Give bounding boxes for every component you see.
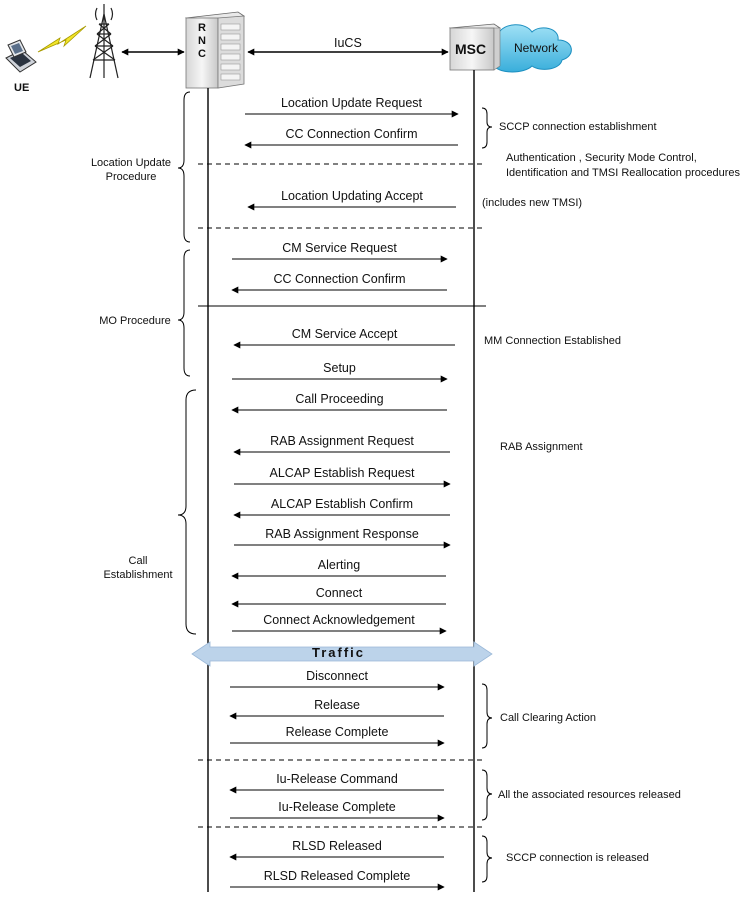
traffic-label: Traffic — [312, 645, 366, 660]
message-label-16: Disconnect — [306, 669, 368, 683]
message-label-2: CC Connection Confirm — [285, 127, 418, 141]
message-label-18: Release Complete — [285, 725, 389, 739]
rnc-label: R N C — [198, 22, 206, 60]
message-label-20: Iu-Release Complete — [278, 800, 396, 814]
msc-label: MSC — [455, 41, 487, 57]
msc-server-icon — [448, 23, 502, 71]
message-label-11: ALCAP Establish Confirm — [270, 497, 414, 511]
ue-phone-icon — [5, 39, 37, 73]
note-sccp-establishment: SCCP connection establishment — [499, 121, 657, 133]
traffic-band — [191, 641, 493, 667]
message-label-14: Connect — [315, 586, 363, 600]
note-braces — [481, 107, 493, 883]
message-label-9: RAB Assignment Request — [270, 434, 414, 448]
message-label-22: RLSD Released Complete — [263, 869, 411, 883]
phase-location-update: Location Update Procedure — [90, 157, 172, 183]
message-label-6: CM Service Accept — [291, 327, 398, 341]
network-label: Network — [514, 41, 559, 55]
message-label-13: Alerting — [317, 558, 361, 572]
message-label-15: Connect Acknowledgement — [263, 613, 415, 627]
antenna-tower-icon — [89, 4, 119, 79]
note-authentication-2: Identification and TMSI Reallocation pro… — [506, 167, 740, 179]
rnc-server-icon — [184, 11, 246, 89]
note-sccp-released: SCCP connection is released — [506, 852, 649, 864]
note-resources-released: All the associated resources released — [498, 789, 681, 801]
phase-separators — [198, 163, 486, 828]
message-label-4: CM Service Request — [282, 241, 397, 255]
phase-braces — [177, 91, 197, 635]
message-label-3: Location Updating Accept — [281, 189, 423, 203]
message-label-8: Call Proceeding — [295, 392, 384, 406]
message-label-21: RLSD Released — [292, 839, 382, 853]
message-label-7: Setup — [323, 361, 356, 375]
message-label-5: CC Connection Confirm — [273, 272, 406, 286]
note-new-tmsi: (includes new TMSI) — [482, 197, 583, 209]
note-rab-assignment: RAB Assignment — [500, 441, 583, 453]
message-label-17: Release — [314, 698, 360, 712]
iucs-label: IuCS — [334, 36, 362, 50]
ue-label: UE — [14, 82, 30, 94]
message-label-12: RAB Assignment Response — [265, 527, 419, 541]
message-label-1: Location Update Request — [280, 96, 423, 110]
phase-mo-procedure: MO Procedure — [99, 315, 171, 327]
phase-call-establishment: Call Establishment — [103, 555, 173, 581]
message-label-10: ALCAP Establish Request — [269, 466, 415, 480]
radio-link-icon — [37, 25, 87, 53]
note-mm-connection: MM Connection Established — [484, 335, 621, 347]
note-call-clearing: Call Clearing Action — [500, 712, 596, 724]
note-authentication-1: Authentication , Security Mode Control, — [506, 152, 697, 164]
message-label-19: Iu-Release Command — [276, 772, 398, 786]
message-arrows — [229, 110, 459, 891]
